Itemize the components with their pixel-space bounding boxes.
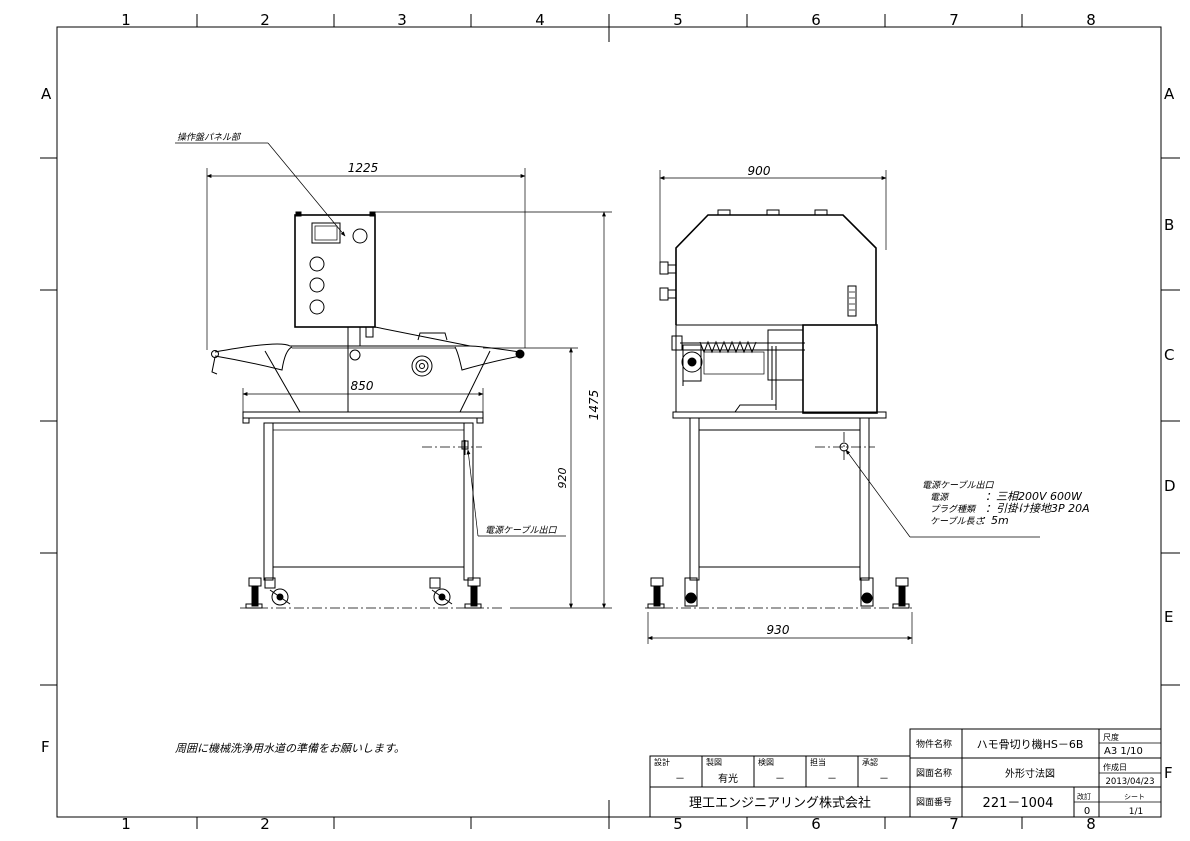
zone-row-b-right: B [1164, 216, 1174, 234]
panel-label: 操作盤パネル部 [177, 132, 242, 143]
zone-col-4: 4 [535, 11, 545, 29]
motor-housing [802, 324, 878, 414]
number-label: 図面番号 [916, 796, 952, 808]
zone-col-1-bottom: 1 [121, 815, 131, 833]
power-row-value-2: ：5m [980, 514, 1009, 527]
zone-col-6-bottom: 6 [811, 815, 821, 833]
approval-name-1: 有光 [718, 772, 738, 785]
power-row-label-2: ケーブル長さ [930, 516, 984, 527]
approval-role-0: 設計 [654, 757, 670, 767]
machine-hood [675, 214, 877, 325]
front-view [211, 211, 525, 609]
dim-height-920: 920 [556, 468, 569, 489]
zone-col-1: 1 [121, 11, 131, 29]
push-button-icon [309, 277, 325, 293]
zone-col-2-bottom: 2 [260, 815, 270, 833]
power-row-value-1: ：引掛け接地3P 20A [985, 502, 1090, 515]
zone-col-3: 3 [397, 11, 407, 29]
push-button-icon [309, 299, 325, 315]
side-dimensions: 900 930 [647, 164, 1040, 644]
power-cable-note: 電源ケーブル出口 電源 ：三相200V 600W プラグ種類 ：引掛け接地3P … [922, 480, 1090, 527]
pulley-icon [411, 355, 433, 377]
control-panel-box [294, 214, 376, 328]
rev-label: 改訂 [1077, 792, 1091, 801]
created-date: 2013/04/23 [1106, 777, 1155, 787]
power-row-value-0: ：三相200V 600W [985, 490, 1083, 503]
drawing-number: 221－1004 [983, 796, 1054, 811]
zone-col-7-bottom: 7 [949, 815, 959, 833]
side-caster-left [647, 577, 698, 609]
approval-role-3: 担当 [810, 757, 826, 767]
approval-role-2: 検図 [758, 757, 774, 767]
approval-role-1: 製図 [706, 757, 722, 767]
product-name: ハモ骨切り機HS－6B [977, 737, 1084, 751]
side-view [645, 209, 915, 609]
approval-name-4: － [879, 774, 889, 785]
revision-number: 0 [1084, 806, 1090, 817]
zone-row-f: F [41, 738, 50, 756]
power-row-label-0: 電源 [930, 492, 950, 503]
side-caster-right [860, 577, 910, 609]
dim-table-850: 850 [351, 379, 374, 393]
approval-role-4: 承認 [862, 757, 878, 767]
row-zone-labels-left: A A B C D E F F [41, 85, 1176, 782]
cable-outlet-label: 電源ケーブル出口 [485, 525, 557, 536]
zone-row-a-right: A [1164, 85, 1175, 103]
zone-row-c-right: C [1164, 346, 1174, 364]
scale-value: A3 1/10 [1104, 746, 1143, 757]
zone-col-2: 2 [260, 11, 270, 29]
dim-side-900: 900 [748, 164, 771, 178]
product-label: 物件名称 [916, 738, 952, 750]
company-name: 理工エンジニアリング株式会社 [689, 795, 871, 811]
dim-width-1225: 1225 [348, 161, 379, 175]
zone-row-a: A [41, 85, 52, 103]
zone-col-7: 7 [949, 11, 959, 29]
zone-row-d-right: D [1164, 477, 1176, 495]
indicator-lamp-icon [352, 228, 368, 244]
drawing-frame [40, 14, 1180, 829]
zone-col-5-bottom: 5 [673, 815, 683, 833]
zone-row-f-right: F [1164, 764, 1173, 782]
column-zone-labels-bottom: 1 2 5 6 7 8 [121, 815, 1096, 833]
footer-note: 周囲に機械洗浄用水道の準備をお願いします。 [175, 742, 405, 755]
table-top [242, 411, 484, 419]
sheet-number: 1/1 [1129, 807, 1143, 817]
zone-col-8: 8 [1086, 11, 1096, 29]
sheet-label: シート [1124, 793, 1145, 801]
drawing-label: 図面名称 [916, 767, 952, 779]
scale-label: 尺度 [1103, 732, 1119, 742]
power-note-title: 電源ケーブル出口 [922, 480, 994, 491]
zone-col-5: 5 [673, 11, 683, 29]
column-zone-labels-top: 1 2 3 4 5 6 7 8 [121, 11, 1096, 29]
approval-name-3: － [827, 774, 837, 785]
push-button-icon [309, 256, 325, 272]
date-label: 作成日 [1103, 762, 1127, 772]
zone-row-e-right: E [1164, 608, 1173, 626]
approval-name-2: － [775, 774, 785, 785]
side-table-top [672, 411, 887, 419]
caster-left [245, 577, 291, 609]
approval-name-0: － [675, 774, 685, 785]
zone-col-6: 6 [811, 11, 821, 29]
dim-height-1475: 1475 [587, 390, 601, 421]
dim-base-930: 930 [767, 623, 790, 637]
front-dimensions: 1225 850 1475 920 操作盤パネル部 電源ケーブル出口 [175, 132, 612, 609]
drawing-title: 外形寸法図 [1005, 767, 1055, 780]
caster-right [429, 577, 482, 609]
title-block: 設計 製図 検図 担当 承認 － 有光 － － － 理工エンジニアリング株式会社… [649, 728, 1162, 818]
power-row-label-1: プラグ種類 [930, 504, 977, 515]
zone-col-8-bottom: 8 [1086, 815, 1096, 833]
